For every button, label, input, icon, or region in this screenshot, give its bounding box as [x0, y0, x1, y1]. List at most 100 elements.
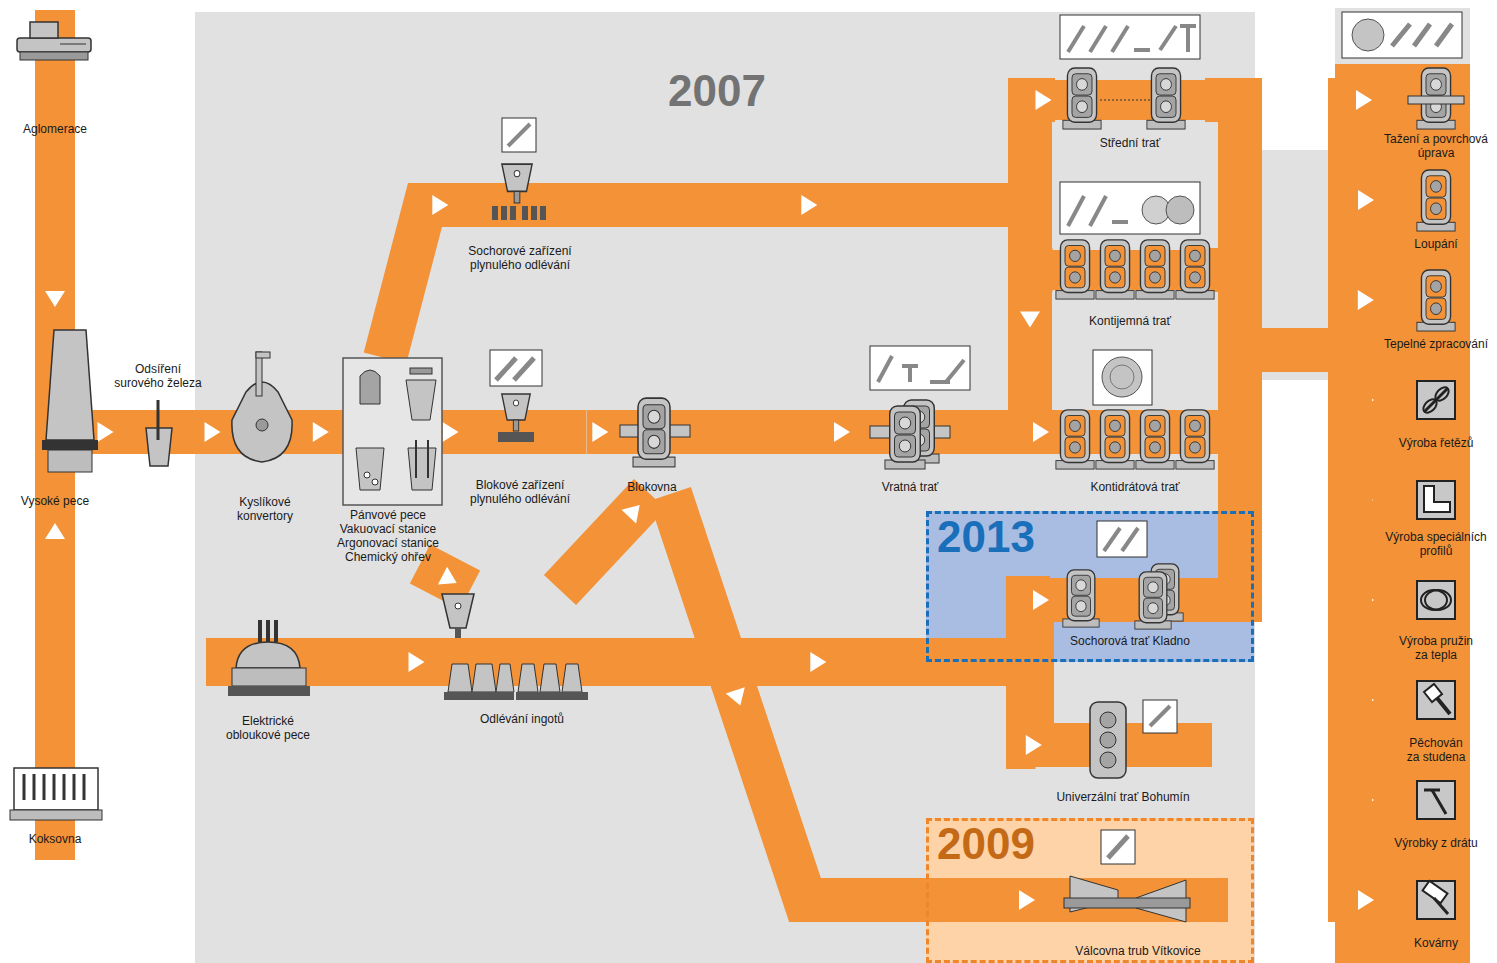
equipment-label: Aglomerace	[23, 122, 87, 136]
band-line	[420, 564, 470, 590]
band-line	[1208, 270, 1381, 900]
flow-band	[443, 422, 459, 442]
arrowhead	[45, 291, 65, 307]
equipment-label: Kontidrátová trať	[1090, 480, 1179, 494]
equipment-label: Výrobky z drátu	[1394, 836, 1477, 850]
equipment-label: Sochorová trať Kladno	[1070, 634, 1190, 648]
year-label: 2013	[929, 514, 1251, 560]
equipment-label: Tažení a povrchová úprava	[1380, 132, 1492, 160]
equipment-label: Blokové zařízení plynulého odlévání	[458, 478, 583, 506]
year-label: 2007	[668, 68, 766, 114]
equipment-label: Vakuovací stanice	[340, 522, 437, 536]
wire-rod-mill: Kontidrátová trať	[1050, 348, 1220, 494]
ingot-casting: Odlévání ingotů	[440, 590, 605, 726]
arrowhead	[834, 422, 850, 442]
billet-mill: Sochorová trať Kladno	[1050, 518, 1210, 648]
band-line	[385, 205, 454, 358]
blast-furnace: Vysoké pece	[15, 322, 95, 508]
arrowhead	[443, 422, 459, 442]
equipment-label: Výroba speciálních profilů	[1382, 530, 1490, 558]
flow-band	[587, 422, 613, 442]
equipment-label: Kovárny	[1414, 936, 1458, 950]
arrowhead	[98, 422, 114, 442]
equipment-label: Střední trať	[1100, 136, 1161, 150]
arrowhead	[1026, 735, 1042, 755]
sinter-plant: Aglomerace	[10, 12, 100, 136]
arrowhead	[801, 195, 817, 215]
wire-products: Výrobky z drátu	[1380, 778, 1492, 850]
flow-band	[560, 494, 650, 590]
arrowhead	[1033, 590, 1049, 610]
arrowhead	[205, 422, 221, 442]
flow-band	[95, 422, 114, 442]
band-line	[587, 410, 613, 454]
chain-production: Výroba řetězů	[1380, 378, 1492, 450]
year-2013-region: 2013Sochorová trať Kladno	[926, 511, 1254, 662]
special-profiles: Výroba speciálních profilů	[1378, 478, 1494, 558]
arrowhead	[726, 687, 745, 705]
equipment-label: Chemický ohřev	[345, 550, 431, 564]
equipment-label: Kyslíkové konvertory	[225, 495, 305, 523]
equipment-label: Vysoké pece	[21, 494, 89, 508]
year-label: 2009	[929, 821, 1251, 867]
spring-production: Výroba pružin za tepla	[1380, 578, 1492, 662]
band-line	[1205, 100, 1380, 900]
equipment-label: Vratná trať	[882, 480, 939, 494]
equipment-label: Loupání	[1414, 237, 1457, 251]
flow-band	[692, 422, 865, 442]
coke-plant: Koksovna	[5, 762, 105, 846]
flow-band	[328, 652, 440, 672]
flow-band	[420, 564, 470, 590]
bloom-caster: Blokové zařízení plynulého odlévání	[454, 350, 587, 506]
flow-band	[385, 195, 454, 358]
continuous-fine-mill: Kontijemná trať	[1053, 180, 1208, 328]
drawing-finishing: Tažení a povrchová úprava	[1376, 64, 1496, 160]
year-2009-region: 2009Válcovna trub Vítkovice	[926, 818, 1254, 963]
flow-band	[45, 136, 65, 322]
arrowhead	[313, 422, 329, 442]
blooming-mill: Blokovna	[612, 395, 692, 494]
arrowhead	[1356, 90, 1372, 110]
arrowhead	[1358, 190, 1374, 210]
band-line	[309, 410, 331, 454]
reversing-mill: Vratná trať	[865, 345, 955, 494]
band-line	[560, 494, 650, 590]
flow-band	[605, 652, 1042, 755]
flow-band	[1205, 100, 1380, 910]
equipment-label: Odsíření surového železa	[114, 362, 202, 390]
oxygen-converter: Kyslíkové konvertory	[221, 350, 309, 523]
electric-arc-furnace: Elektrické obloukové pece	[208, 618, 328, 742]
equipment-label: Výroba řetězů	[1399, 436, 1474, 450]
equipment-label: Pěchován za studena	[1404, 736, 1468, 764]
billet-caster: Sochorové zařízení plynulého odlévání	[454, 118, 587, 272]
arrowhead	[432, 195, 448, 215]
arrowhead	[1358, 290, 1374, 310]
cold-heading: Pěchován za studena	[1380, 678, 1492, 764]
arrowhead	[45, 523, 65, 539]
band-line	[35, 508, 75, 762]
universal-mill: Univerzální trať Bohumín	[1036, 698, 1211, 804]
arrowhead	[810, 652, 826, 672]
arrowhead	[1020, 312, 1040, 328]
tube-mill: Válcovna trub Vítkovice	[1050, 828, 1226, 958]
desulphurisation: Odsíření surového železa	[114, 362, 202, 466]
arrowhead	[1358, 890, 1374, 910]
arrowhead	[1019, 890, 1035, 910]
flow-band	[202, 422, 221, 442]
equipment-label: Pánvové pece	[350, 508, 426, 522]
equipment-label: Tepelné zpracování	[1384, 337, 1488, 351]
band-line	[35, 136, 75, 322]
equipment-label: Sochorové zařízení plynulého odlévání	[458, 244, 583, 272]
band-line	[605, 662, 1036, 745]
flow-band	[309, 422, 331, 442]
flow-band	[1210, 350, 1380, 910]
equipment-label: Kontijemná trať	[1089, 314, 1171, 328]
arrowhead	[409, 652, 425, 672]
arrowhead	[622, 505, 640, 524]
arrowhead	[1033, 422, 1049, 442]
arrowhead	[438, 567, 457, 585]
band-line	[328, 638, 440, 686]
